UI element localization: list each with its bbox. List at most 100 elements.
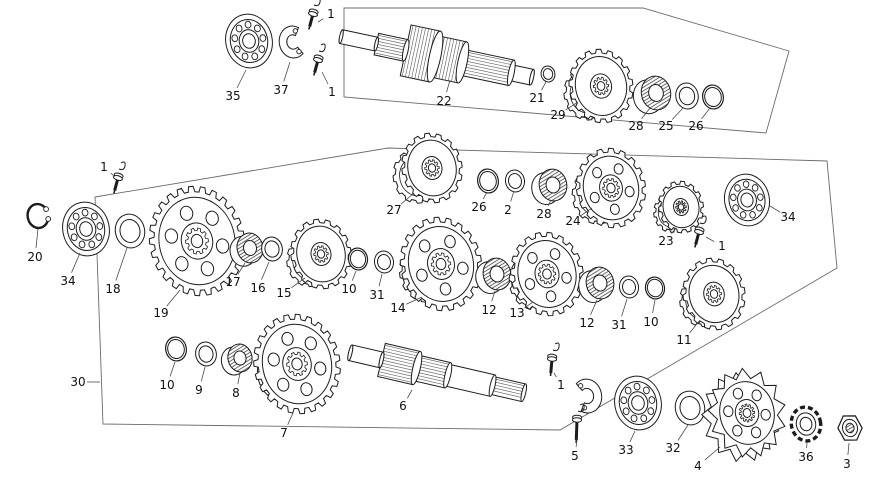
svg-text:12: 12: [481, 303, 496, 317]
svg-text:1: 1: [557, 378, 565, 392]
part-label-8-37: 8: [232, 372, 241, 400]
part-stud-5: [571, 403, 585, 444]
part-label-23-15: 23: [658, 227, 677, 248]
part-label-27-10: 27: [386, 192, 415, 217]
part-label-12-29: 12: [481, 290, 497, 317]
svg-text:10: 10: [159, 378, 174, 392]
svg-text:10: 10: [643, 315, 658, 329]
part-label-35-0: 35: [225, 69, 247, 103]
svg-text:9: 9: [195, 383, 203, 397]
svg-text:12: 12: [579, 316, 594, 330]
svg-text:7: 7: [280, 426, 288, 440]
part-label-37-1: 37: [273, 61, 291, 97]
svg-text:25: 25: [658, 119, 673, 133]
part-label-6-39: 6: [399, 389, 413, 413]
part-label-3-46: 3: [843, 442, 851, 471]
part-label-18-20: 18: [105, 247, 128, 296]
part-gear-13: [508, 231, 584, 317]
parts-layer: [26, 0, 863, 463]
svg-text:31: 31: [611, 318, 626, 332]
part-label-30-47: 30: [70, 375, 100, 389]
svg-text:3: 3: [843, 457, 851, 471]
part-sprocket-4: [701, 367, 786, 463]
svg-text:24: 24: [565, 214, 580, 228]
part-label-31-27: 31: [369, 273, 385, 302]
part-screw-1-right: [694, 215, 707, 248]
part-screw-1-top-a: [308, 0, 321, 30]
part-washer-16: [261, 236, 283, 262]
part-label-12-31: 12: [579, 299, 598, 330]
part-circlip-10-c: [165, 336, 187, 362]
svg-text:19: 19: [153, 306, 168, 320]
part-nut-3: [837, 415, 863, 441]
part-label-10-33: 10: [643, 299, 659, 329]
svg-text:28: 28: [536, 207, 551, 221]
part-needle-bearing-17: [229, 232, 264, 267]
part-label-2-12: 2: [504, 190, 515, 217]
svg-text:36: 36: [798, 450, 813, 464]
part-gear-29: [563, 48, 634, 124]
part-spacer-21: [540, 65, 556, 83]
svg-text:8: 8: [232, 386, 240, 400]
part-label-22-4: 22: [436, 79, 452, 108]
part-washer-18: [114, 213, 146, 249]
part-label-24-14: 24: [565, 207, 593, 228]
part-gear-27: [392, 132, 463, 204]
part-gear-24: [571, 147, 647, 229]
part-label-36-45: 36: [798, 441, 814, 464]
part-label-26-11: 26: [471, 191, 488, 214]
part-lock-washer-36: [789, 405, 823, 443]
svg-text:15: 15: [276, 286, 291, 300]
part-label-31-32: 31: [611, 298, 628, 332]
part-label-15-25: 15: [276, 277, 306, 300]
part-washer-25: [675, 82, 699, 110]
part-snap-ring-20: [26, 202, 52, 230]
part-label-7-38: 7: [280, 412, 294, 440]
part-label-29-6: 29: [550, 101, 579, 122]
svg-text:6: 6: [399, 399, 407, 413]
svg-text:14: 14: [390, 301, 405, 315]
part-ball-bearing-35: [225, 13, 273, 69]
part-label-1-2: 1: [317, 7, 335, 23]
part-label-13-30: 13: [509, 301, 534, 320]
part-retainer-clip-37: [278, 25, 304, 59]
part-circlip-10-a: [347, 247, 369, 271]
svg-text:30: 30: [70, 375, 85, 389]
part-label-21-5: 21: [529, 81, 547, 105]
part-label-11-34: 11: [676, 319, 701, 347]
svg-text:34: 34: [60, 274, 75, 288]
svg-text:28: 28: [628, 119, 643, 133]
outline-top-assembly: [343, 7, 790, 134]
part-spacer-32: [674, 390, 706, 426]
svg-text:2: 2: [504, 203, 512, 217]
part-needle-bearing-8: [220, 343, 253, 376]
part-label-26-9: 26: [688, 107, 711, 133]
part-label-4-44: 4: [694, 446, 721, 473]
part-needle-bearing-28-mid: [531, 168, 568, 205]
part-label-34-16: 34: [769, 205, 796, 224]
part-label-33-42: 33: [618, 430, 636, 457]
part-label-25-8: 25: [658, 107, 684, 133]
part-washer-31-b: [618, 275, 640, 299]
part-label-10-35: 10: [159, 361, 176, 392]
svg-text:35: 35: [225, 89, 240, 103]
svg-text:5: 5: [571, 449, 579, 463]
part-gear-19: [148, 185, 246, 297]
part-needle-bearing-12-b: [578, 266, 615, 303]
svg-text:4: 4: [694, 459, 702, 473]
part-washer-2: [504, 169, 526, 193]
part-label-1-21: 1: [100, 160, 115, 177]
svg-text:1: 1: [100, 160, 108, 174]
part-label-32-43: 32: [665, 424, 689, 455]
svg-text:1: 1: [328, 85, 336, 99]
svg-text:1: 1: [718, 239, 726, 253]
part-label-14-28: 14: [390, 296, 423, 315]
svg-text:29: 29: [550, 108, 565, 122]
svg-text:20: 20: [27, 250, 42, 264]
part-gear-23: [653, 180, 705, 234]
part-label-5-41: 5: [571, 439, 579, 463]
svg-text:16: 16: [250, 281, 265, 295]
svg-text:11: 11: [676, 333, 691, 347]
svg-text:27: 27: [386, 203, 401, 217]
